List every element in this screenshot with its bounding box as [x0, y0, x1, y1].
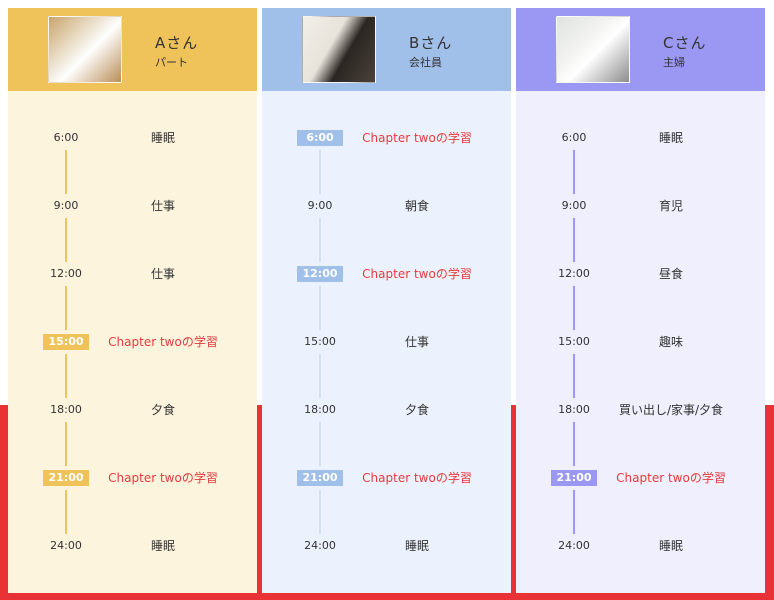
schedule-row: 21:00 Chapter twoの学習 — [516, 468, 765, 488]
time-label: 18:00 — [558, 403, 590, 416]
time-badge: 6:00 — [297, 130, 343, 146]
schedule-row: 18:00 夕食 — [8, 400, 257, 420]
person-header: Cさん 主婦 — [516, 8, 765, 91]
activity-label: 睡眠 — [658, 131, 683, 145]
schedule-row: 18:00 夕食 — [262, 400, 511, 420]
timeline-connector — [319, 150, 321, 194]
timeline-connector — [319, 354, 321, 398]
activity-label: 仕事 — [150, 267, 175, 281]
timeline-connector — [65, 286, 67, 330]
time-label: 9:00 — [561, 199, 587, 212]
activity-label: 睡眠 — [150, 131, 175, 145]
person-name: Bさん — [409, 34, 453, 52]
timeline-connector — [65, 422, 67, 466]
activity-label: 睡眠 — [150, 539, 175, 553]
schedule-row: 15:00 仕事 — [262, 332, 511, 352]
time-label: 24:00 — [50, 539, 82, 552]
schedule-row: 9:00 育児 — [516, 196, 765, 216]
schedule-row: 6:00 睡眠 — [516, 128, 765, 148]
person-photo — [302, 16, 376, 83]
person-photo — [556, 16, 630, 83]
timeline-connector — [573, 150, 575, 194]
schedule-row: 6:00 睡眠 — [8, 128, 257, 148]
time-label: 15:00 — [558, 335, 590, 348]
activity-label: Chapter twoの学習 — [108, 471, 218, 485]
schedule-timeline: 6:00 Chapter twoの学習 9:00 朝食 12:00 Chapter … — [262, 91, 511, 593]
time-badge: 15:00 — [43, 334, 89, 350]
activity-label: 睡眠 — [658, 539, 683, 553]
person-role: パート — [155, 56, 188, 69]
timeline-connector — [573, 490, 575, 534]
schedule-row: 24:00 睡眠 — [516, 536, 765, 556]
timeline-connector — [573, 422, 575, 466]
schedule-row: 12:00 昼食 — [516, 264, 765, 284]
person-name: Cさん — [663, 34, 707, 52]
schedule-row: 9:00 朝食 — [262, 196, 511, 216]
activity-label: 朝食 — [404, 199, 429, 213]
activity-label: Chapter twoの学習 — [616, 471, 726, 485]
schedule-row: 18:00 買い出し/家事/夕食 — [516, 400, 765, 420]
time-label: 24:00 — [558, 539, 590, 552]
time-label: 15:00 — [304, 335, 336, 348]
activity-label: 趣味 — [658, 335, 683, 349]
person-column: Bさん 会社員 6:00 Chapter twoの学習 9:00 朝食 12:00 … — [262, 8, 511, 593]
person-header: Aさん パート — [8, 8, 257, 91]
time-badge: 21:00 — [43, 470, 89, 486]
timeline-connector — [319, 218, 321, 262]
timeline-connector — [573, 354, 575, 398]
schedule-row: 12:00 Chapter twoの学習 — [262, 264, 511, 284]
schedule-row: 15:00 趣味 — [516, 332, 765, 352]
activity-label: Chapter twoの学習 — [362, 267, 472, 281]
time-label: 6:00 — [53, 131, 79, 144]
activity-label: 夕食 — [150, 403, 175, 417]
time-label: 12:00 — [50, 267, 82, 280]
timeline-connector — [65, 150, 67, 194]
schedule-row: 21:00 Chapter twoの学習 — [8, 468, 257, 488]
activity-label: 仕事 — [150, 199, 175, 213]
activity-label: 昼食 — [658, 267, 683, 281]
activity-label: 買い出し/家事/夕食 — [618, 403, 724, 417]
activity-label: Chapter twoの学習 — [362, 471, 472, 485]
timeline-connector — [573, 218, 575, 262]
schedule-row: 12:00 仕事 — [8, 264, 257, 284]
timeline-connector — [319, 490, 321, 534]
schedule-row: 6:00 Chapter twoの学習 — [262, 128, 511, 148]
time-label: 6:00 — [561, 131, 587, 144]
time-label: 18:00 — [304, 403, 336, 416]
time-label: 9:00 — [53, 199, 79, 212]
schedule-row: 24:00 睡眠 — [262, 536, 511, 556]
person-photo — [48, 16, 122, 83]
person-header: Bさん 会社員 — [262, 8, 511, 91]
time-label: 18:00 — [50, 403, 82, 416]
schedule-row: 21:00 Chapter twoの学習 — [262, 468, 511, 488]
person-role: 会社員 — [409, 56, 442, 69]
timeline-connector — [65, 354, 67, 398]
time-badge: 21:00 — [297, 470, 343, 486]
person-name: Aさん — [155, 34, 199, 52]
timeline-connector — [319, 286, 321, 330]
timeline-connector — [65, 218, 67, 262]
timeline-connector — [65, 490, 67, 534]
schedule-row: 24:00 睡眠 — [8, 536, 257, 556]
schedule-row: 9:00 仕事 — [8, 196, 257, 216]
time-badge: 21:00 — [551, 470, 597, 486]
activity-label: Chapter twoの学習 — [108, 335, 218, 349]
time-label: 9:00 — [307, 199, 333, 212]
activity-label: 育児 — [658, 199, 683, 213]
person-column: Cさん 主婦 6:00 睡眠 9:00 育児 12:00 昼食 15:00 趣味 18:… — [516, 8, 765, 593]
timeline-connector — [319, 422, 321, 466]
time-badge: 12:00 — [297, 266, 343, 282]
activity-label: Chapter twoの学習 — [362, 131, 472, 145]
activity-label: 仕事 — [404, 335, 429, 349]
time-label: 12:00 — [558, 267, 590, 280]
time-label: 24:00 — [304, 539, 336, 552]
activity-label: 夕食 — [404, 403, 429, 417]
schedule-row: 15:00 Chapter twoの学習 — [8, 332, 257, 352]
timeline-connector — [573, 286, 575, 330]
person-role: 主婦 — [663, 56, 685, 69]
schedule-timeline: 6:00 睡眠 9:00 育児 12:00 昼食 15:00 趣味 18:00 買い出し… — [516, 91, 765, 593]
activity-label: 睡眠 — [404, 539, 429, 553]
